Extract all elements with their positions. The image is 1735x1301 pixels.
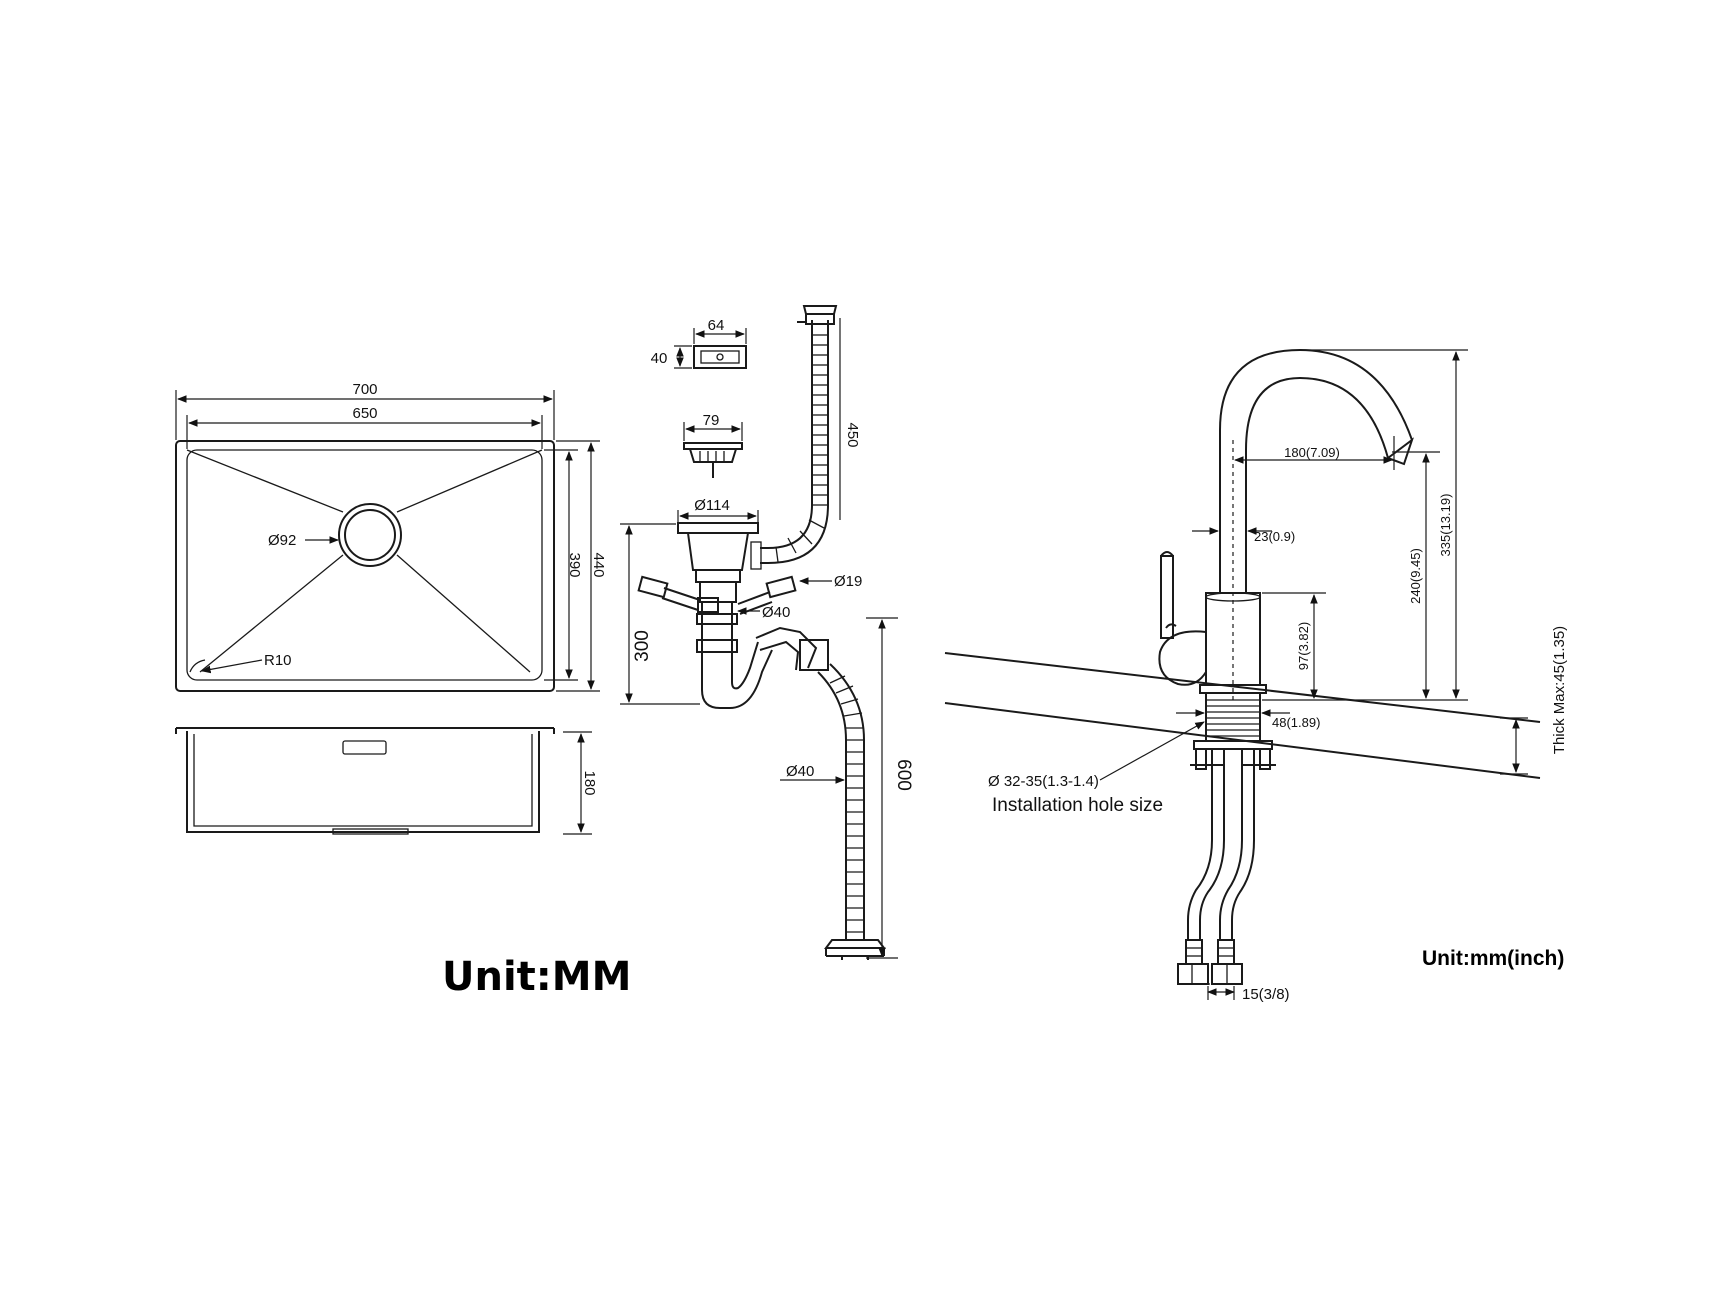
hose-diameter-label: Ø40 (786, 763, 814, 780)
sink-side-view: 180 (175, 727, 598, 835)
faucet-drawing: 180(7.09) 23(0.9) 240(9.45) 335(13.19) 9… (944, 348, 1568, 1003)
faucet-body (1205, 592, 1261, 686)
drain-hose-ribs (829, 675, 864, 933)
overflow-cover (693, 345, 747, 369)
unit-mm-label: Unit:MM (442, 954, 631, 1000)
drain-hose (817, 671, 847, 940)
p-trap (701, 602, 773, 709)
overflow-height-label: 40 (651, 350, 668, 367)
strainer-basket (683, 442, 743, 450)
body-height-label: 97(3.82) (1296, 622, 1311, 670)
lever-handle (1158, 630, 1207, 686)
total-height-label: 335(13.19) (1438, 494, 1453, 557)
thick-max-label: Thick Max:45(1.35) (1551, 626, 1568, 754)
sink-top-view: 700 650 Ø92 R10 390 440 (175, 381, 607, 692)
hose-length-label: 450 (844, 422, 861, 447)
drop-height-label: 300 (632, 630, 653, 662)
countertop-top (944, 652, 1541, 723)
bowl-height-label: 180 (581, 770, 598, 795)
spout (1219, 348, 1413, 593)
drain-flange (677, 522, 759, 534)
overflow-hose-ribs (775, 334, 828, 563)
side-connector-diameter-label: Ø19 (834, 573, 862, 590)
thread-size-label: 15(3/8) (1242, 986, 1290, 1003)
drain-diameter-label: Ø92 (268, 532, 296, 549)
width-700-label: 700 (352, 381, 377, 398)
depth-440-label: 440 (590, 552, 607, 577)
supply-hose-left (1187, 765, 1213, 940)
overflow-width-label: 64 (708, 317, 725, 334)
supply-hose-right (1219, 765, 1243, 940)
unit-mm-inch-label: Unit:mm(inch) (1422, 947, 1564, 970)
installation-hole-label: Installation hole size (992, 795, 1163, 816)
hose-length-600-label: 600 (893, 759, 914, 791)
strainer-diameter-label: 79 (703, 412, 720, 429)
width-650-label: 650 (352, 405, 377, 422)
depth-390-label: 390 (566, 552, 583, 577)
drain-kit: 64 40 79 (620, 305, 914, 960)
hole-size-label: Ø 32-35(1.3-1.4) (988, 773, 1099, 790)
flange-diameter-label: Ø114 (694, 497, 730, 514)
pipe-diameter-label: Ø40 (762, 604, 790, 621)
spout-diameter-label: 23(0.9) (1254, 529, 1295, 544)
corner-radius-label: R10 (264, 652, 292, 669)
drain-hole (338, 503, 402, 567)
reach-label: 180(7.09) (1284, 445, 1340, 460)
spout-height-label: 240(9.45) (1408, 548, 1423, 604)
base-diameter-label: 48(1.89) (1272, 715, 1320, 730)
